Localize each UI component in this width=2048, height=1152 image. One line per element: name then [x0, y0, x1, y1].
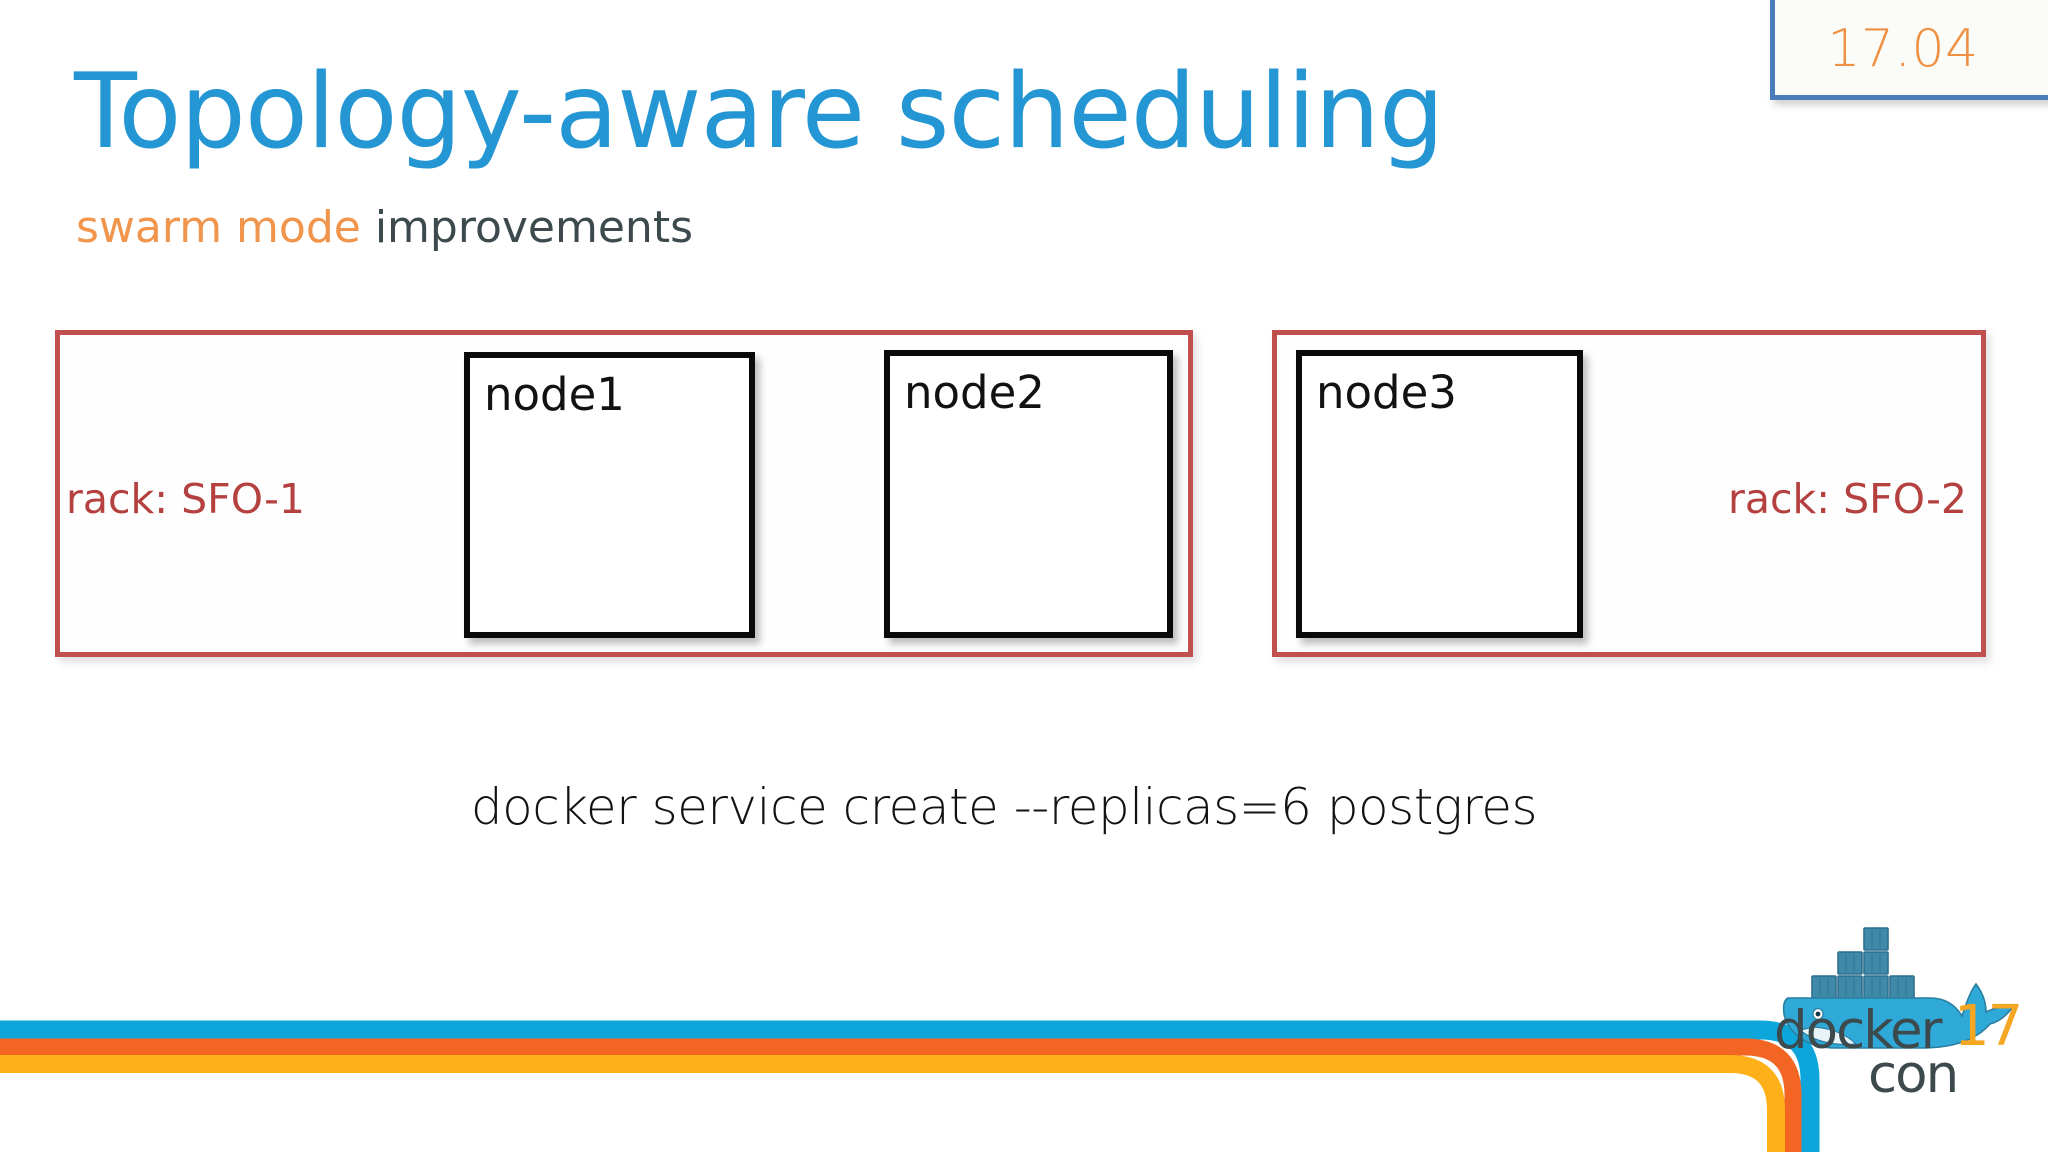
- ribbon-stripe-blue: [0, 1020, 1820, 1152]
- page-title: Topology-aware scheduling: [74, 52, 1444, 172]
- wordmark-year: 17: [1954, 994, 2023, 1059]
- version-badge-label: 17.04: [1827, 19, 1979, 79]
- page-subtitle: swarm mode improvements: [76, 202, 693, 253]
- command-line: docker service create --replicas=6 postg…: [470, 778, 1538, 836]
- subtitle-accent: swarm mode: [76, 202, 361, 253]
- node-box-node2: node2: [884, 350, 1173, 638]
- version-badge: 17.04: [1770, 0, 2048, 100]
- node-label-node2: node2: [904, 366, 1045, 419]
- rack-label-sfo-2: rack: SFO-2: [1728, 475, 1968, 523]
- ribbon-stripe-orange: [0, 1038, 1802, 1152]
- node-box-node3: node3: [1296, 350, 1583, 638]
- dockercon-wordmark: docker 17 con: [1772, 994, 2023, 1105]
- wordmark-con: con: [1868, 1044, 1959, 1105]
- ribbon-stripe-yellow: [0, 1055, 1785, 1152]
- wordmark-docker: docker: [1774, 1000, 1942, 1061]
- node-box-node1: node1: [464, 352, 755, 638]
- node-label-node3: node3: [1316, 366, 1457, 419]
- subtitle-plain: improvements: [374, 202, 693, 253]
- node-label-node1: node1: [484, 368, 625, 421]
- bottom-ribbon: [0, 1020, 1820, 1152]
- rack-label-sfo-1: rack: SFO-1: [66, 475, 306, 523]
- docker-whale-icon: [1782, 927, 2014, 1049]
